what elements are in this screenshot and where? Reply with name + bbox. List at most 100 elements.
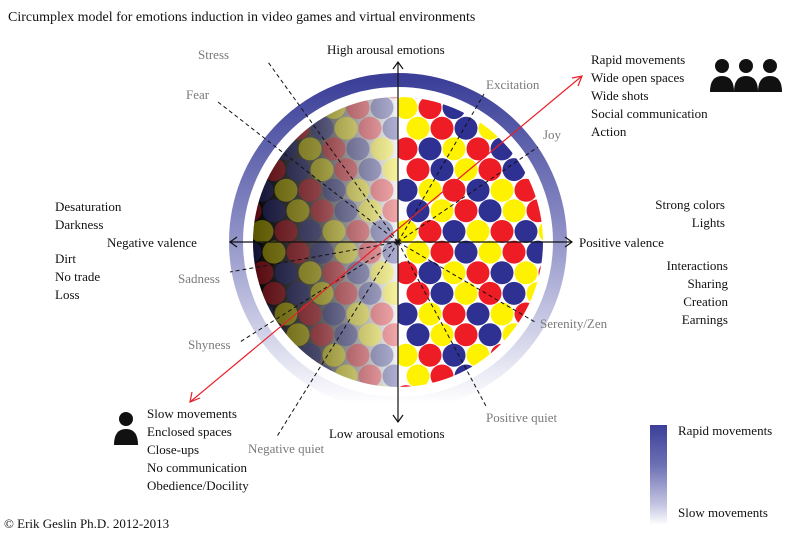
high-movement-list: Rapid movements Wide open spaces Wide sh… (591, 51, 708, 141)
pattern-dot (442, 302, 466, 326)
pattern-dot (262, 364, 286, 387)
pattern-dot (430, 199, 454, 223)
pattern-dot (358, 281, 382, 305)
pattern-dot (490, 178, 514, 202)
pattern-dot (442, 178, 466, 202)
axis-label-right: Positive valence (579, 235, 664, 250)
pattern-dot (346, 343, 370, 367)
legend-bottom-label: Slow movements (678, 505, 768, 520)
pattern-dot (286, 158, 310, 182)
pattern-dot (346, 302, 370, 326)
pattern-dot (346, 137, 370, 161)
list-item: Wide open spaces (591, 70, 685, 85)
pattern-dot (406, 240, 430, 264)
axis-label-top: High arousal emotions (327, 42, 445, 57)
emotion-sadness: Sadness (178, 271, 220, 286)
list-item: Lights (691, 215, 725, 230)
pattern-dot (322, 261, 346, 285)
pattern-dot (334, 116, 358, 140)
positive-bottom-list: Interactions Sharing Creation Earnings (667, 257, 728, 329)
pattern-dot (334, 364, 358, 387)
pattern-dot (310, 116, 334, 140)
pattern-dot (454, 281, 478, 305)
pattern-dot (430, 158, 454, 182)
emotion-lines (217, 61, 539, 439)
pattern-dot (370, 97, 394, 120)
pattern-dot (478, 199, 502, 223)
pattern-dot (526, 199, 543, 223)
pattern-dot (406, 364, 430, 387)
pattern-dot (406, 116, 430, 140)
group-people-icon (710, 59, 782, 92)
pattern-dot (253, 240, 262, 264)
pattern-dot (310, 199, 334, 223)
list-item: Loss (55, 287, 80, 302)
emotion-negative-quiet: Negative quiet (248, 441, 325, 456)
list-item: Wide shots (591, 88, 649, 103)
pattern-dot (286, 199, 310, 223)
pattern-dot (442, 220, 466, 243)
pattern-dot (334, 323, 358, 347)
pattern-dot (358, 364, 382, 387)
pattern-dot (418, 220, 442, 243)
pattern-dot (442, 261, 466, 285)
pattern-dot (370, 261, 394, 285)
pattern-dot (502, 240, 526, 264)
pattern-dot (406, 158, 430, 182)
pattern-dot (358, 116, 382, 140)
pattern-dot (398, 220, 418, 243)
emotion-joy: Joy (543, 127, 562, 142)
pattern-dot (322, 137, 346, 161)
pattern-dot (454, 199, 478, 223)
pattern-dot (370, 178, 394, 202)
pattern-dot (538, 385, 543, 387)
pattern-dot (490, 302, 514, 326)
pattern-dot (430, 364, 454, 387)
pattern-dot (334, 240, 358, 264)
list-item: Slow movements (147, 406, 237, 421)
pattern-dot (538, 97, 543, 120)
positive-top-list: Strong colors Lights (655, 196, 725, 232)
pattern-dot (454, 158, 478, 182)
pattern-dot (274, 385, 298, 387)
list-item: Obedience/Docility (147, 478, 249, 493)
list-item: Interactions (666, 258, 728, 273)
pattern-dot (298, 137, 322, 161)
list-item: Rapid movements (591, 52, 686, 67)
movement-legend-bar (650, 425, 667, 525)
page-title: Circumplex model for emotions induction … (8, 10, 476, 25)
pattern-dot (298, 343, 322, 367)
pattern-dot (466, 137, 490, 161)
axis-label-bottom: Low arousal emotions (329, 426, 445, 441)
pattern-dot (298, 220, 322, 243)
pattern-dot (514, 261, 538, 285)
movement-arrow (189, 75, 583, 403)
pattern-dot (526, 240, 543, 264)
pattern-dot (442, 137, 466, 161)
pattern-dot (526, 364, 543, 387)
pattern-dot (286, 323, 310, 347)
pattern-dot (382, 116, 398, 140)
pattern-dot (418, 178, 442, 202)
pattern-dot (502, 281, 526, 305)
low-movement-list: Slow movements Enclosed spaces Close-ups… (147, 405, 249, 495)
pattern-dot (514, 385, 538, 387)
pattern-dot (253, 97, 262, 99)
pattern-dot (262, 199, 286, 223)
pattern-dot (382, 240, 398, 264)
pattern-dot (298, 178, 322, 202)
pattern-dot (478, 323, 502, 347)
pattern-dot (466, 261, 490, 285)
negative-top-list: Desaturation Darkness (55, 198, 121, 234)
pattern-dot (418, 97, 442, 120)
pattern-dot (466, 302, 490, 326)
pattern-dot (286, 240, 310, 264)
pattern-dot (322, 343, 346, 367)
emotion-shyness: Shyness (188, 337, 231, 352)
emotion-stress: Stress (198, 47, 230, 62)
pattern-dot (322, 220, 346, 243)
pattern-dot (382, 199, 398, 223)
pattern-dot (358, 323, 382, 347)
pattern-dot (418, 137, 442, 161)
